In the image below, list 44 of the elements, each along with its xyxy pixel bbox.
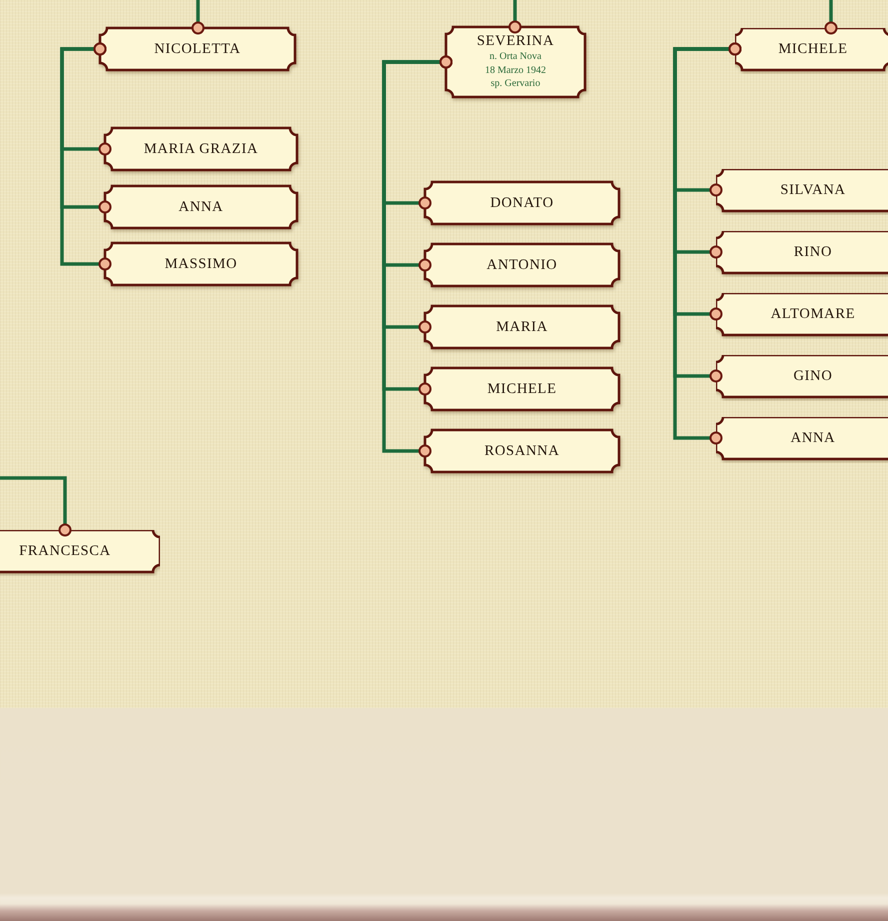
connector-line (824, 0, 838, 34)
person-name: MASSIMO (164, 256, 238, 272)
person-name: DONATO (490, 194, 554, 212)
spouse-text: sp. Gervario (490, 77, 540, 91)
connector-line (192, 0, 204, 34)
person-box (716, 231, 888, 273)
person-box (735, 28, 888, 70)
person-name: FRANCESCA (19, 542, 111, 560)
person-name: MARIA GRAZIA (144, 140, 258, 158)
person-box (446, 27, 585, 97)
person-name: RINO (794, 244, 832, 260)
person-box (425, 430, 619, 472)
birth-date-text: 18 Marzo 1942 (484, 64, 546, 78)
person-box (105, 243, 297, 285)
person-box (0, 530, 160, 572)
person-name: MICHELE (487, 380, 557, 398)
person-box (100, 28, 295, 70)
person-name: ROSANNA (484, 442, 560, 460)
connector-line (673, 42, 742, 444)
connector-line (382, 56, 452, 458)
person-box (716, 355, 888, 397)
person-box (716, 169, 888, 211)
person-box (105, 186, 297, 228)
person-box (425, 182, 619, 224)
connector-line (60, 42, 112, 270)
person-box (425, 306, 619, 348)
person-box (716, 417, 888, 459)
person-name: ANNA (790, 430, 836, 446)
person-box (425, 368, 619, 410)
person-box (716, 293, 888, 335)
person-name: MARIA (496, 318, 548, 336)
person-name: SILVANA (780, 182, 846, 198)
birth-place-text: n. Orta Nova (490, 50, 542, 64)
person-box (105, 128, 297, 170)
person-name: NICOLETTA (154, 40, 241, 58)
connector-line (508, 0, 522, 34)
connector-line (0, 476, 72, 536)
person-name: SEVERINA (476, 33, 554, 50)
person-name: ALTOMARE (770, 306, 856, 322)
person-name: ANTONIO (486, 256, 558, 274)
person-name: MICHELE (778, 40, 848, 58)
person-box (425, 244, 619, 286)
person-name: ANNA (178, 198, 224, 216)
person-name: GINO (793, 368, 833, 384)
